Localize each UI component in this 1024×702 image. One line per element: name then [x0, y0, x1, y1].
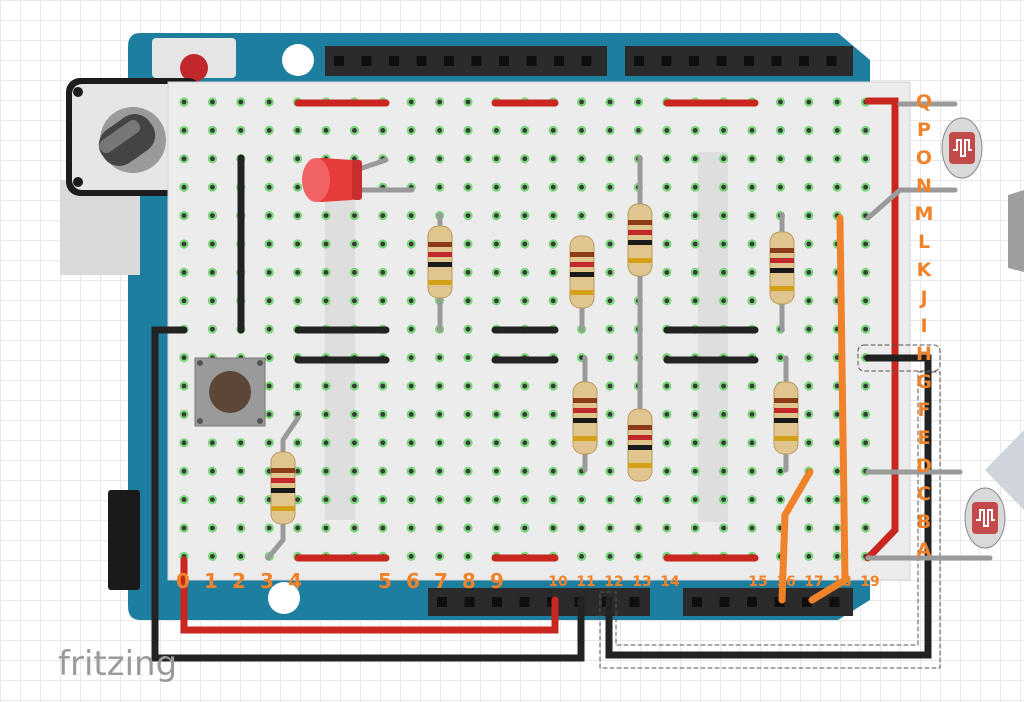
col-label: 4: [288, 569, 302, 593]
col-label: 10: [548, 574, 568, 590]
row-label: C: [917, 483, 931, 505]
row-label: N: [916, 175, 932, 197]
row-label: E: [918, 427, 931, 449]
row-label: L: [918, 231, 930, 253]
col-label: 9: [490, 569, 504, 593]
wires: [151, 97, 941, 669]
reset-button: [180, 54, 208, 82]
row-label: P: [917, 119, 931, 141]
top-header-right: [625, 46, 853, 76]
col-label: 15: [748, 574, 767, 590]
col-label: 12: [604, 574, 623, 590]
power-jack: [108, 490, 140, 590]
potentiometer-icon[interactable]: [60, 78, 202, 275]
col-label: 14: [660, 574, 680, 590]
col-label: 0: [176, 569, 190, 593]
row-label: M: [915, 203, 934, 225]
orange-wire: [778, 468, 814, 604]
row-label: F: [918, 399, 931, 421]
row-label: J: [918, 287, 927, 309]
resistor-icon[interactable]: [270, 451, 296, 525]
resistor-icon[interactable]: [569, 235, 595, 309]
column-labels: 0 1 2 3 4 5 6 7 8 9 10 11 12 13 14 15 16…: [176, 569, 880, 593]
red-wire: [864, 97, 899, 562]
row-label: A: [917, 539, 932, 561]
resistor-icon[interactable]: [427, 225, 453, 299]
black-wire: [605, 354, 932, 659]
row-label: Q: [916, 91, 932, 113]
col-label: 5: [378, 569, 392, 593]
resistor-icon[interactable]: [769, 231, 795, 305]
col-label: 11: [576, 574, 595, 590]
col-label: 13: [632, 574, 651, 590]
col-label: 18: [832, 574, 851, 590]
col-label: 7: [434, 569, 448, 593]
push-button-icon[interactable]: [194, 357, 266, 427]
resistor-icon[interactable]: [572, 381, 598, 455]
resistor-icon[interactable]: [627, 408, 653, 482]
resistor-icon[interactable]: [627, 203, 653, 277]
row-label: H: [916, 343, 932, 365]
red-wire: [180, 556, 559, 634]
fritzing-logo: fritzing: [58, 644, 177, 684]
col-label: 2: [232, 569, 246, 593]
col-label: 1: [204, 569, 218, 593]
col-label: 3: [260, 569, 274, 593]
col-label: 8: [462, 569, 476, 593]
row-label: K: [917, 259, 933, 281]
col-label: 17: [804, 574, 823, 590]
row-labels: Q P O N M L K J I H G F E D C B A: [915, 91, 934, 561]
resistor-icon[interactable]: [773, 381, 799, 455]
photoresistor-icon[interactable]: [964, 487, 1006, 549]
row-label: G: [916, 371, 932, 393]
black-wire: [151, 326, 585, 662]
col-label: 6: [406, 569, 420, 593]
orange-wire: [808, 214, 849, 604]
col-label: 19: [860, 574, 879, 590]
row-label: B: [917, 511, 931, 533]
row-label: I: [920, 315, 927, 337]
photoresistor-icon[interactable]: [941, 117, 983, 179]
led-icon[interactable]: [302, 158, 362, 202]
row-label: D: [916, 455, 932, 477]
row-label: O: [916, 147, 932, 169]
col-label: 16: [776, 574, 795, 590]
